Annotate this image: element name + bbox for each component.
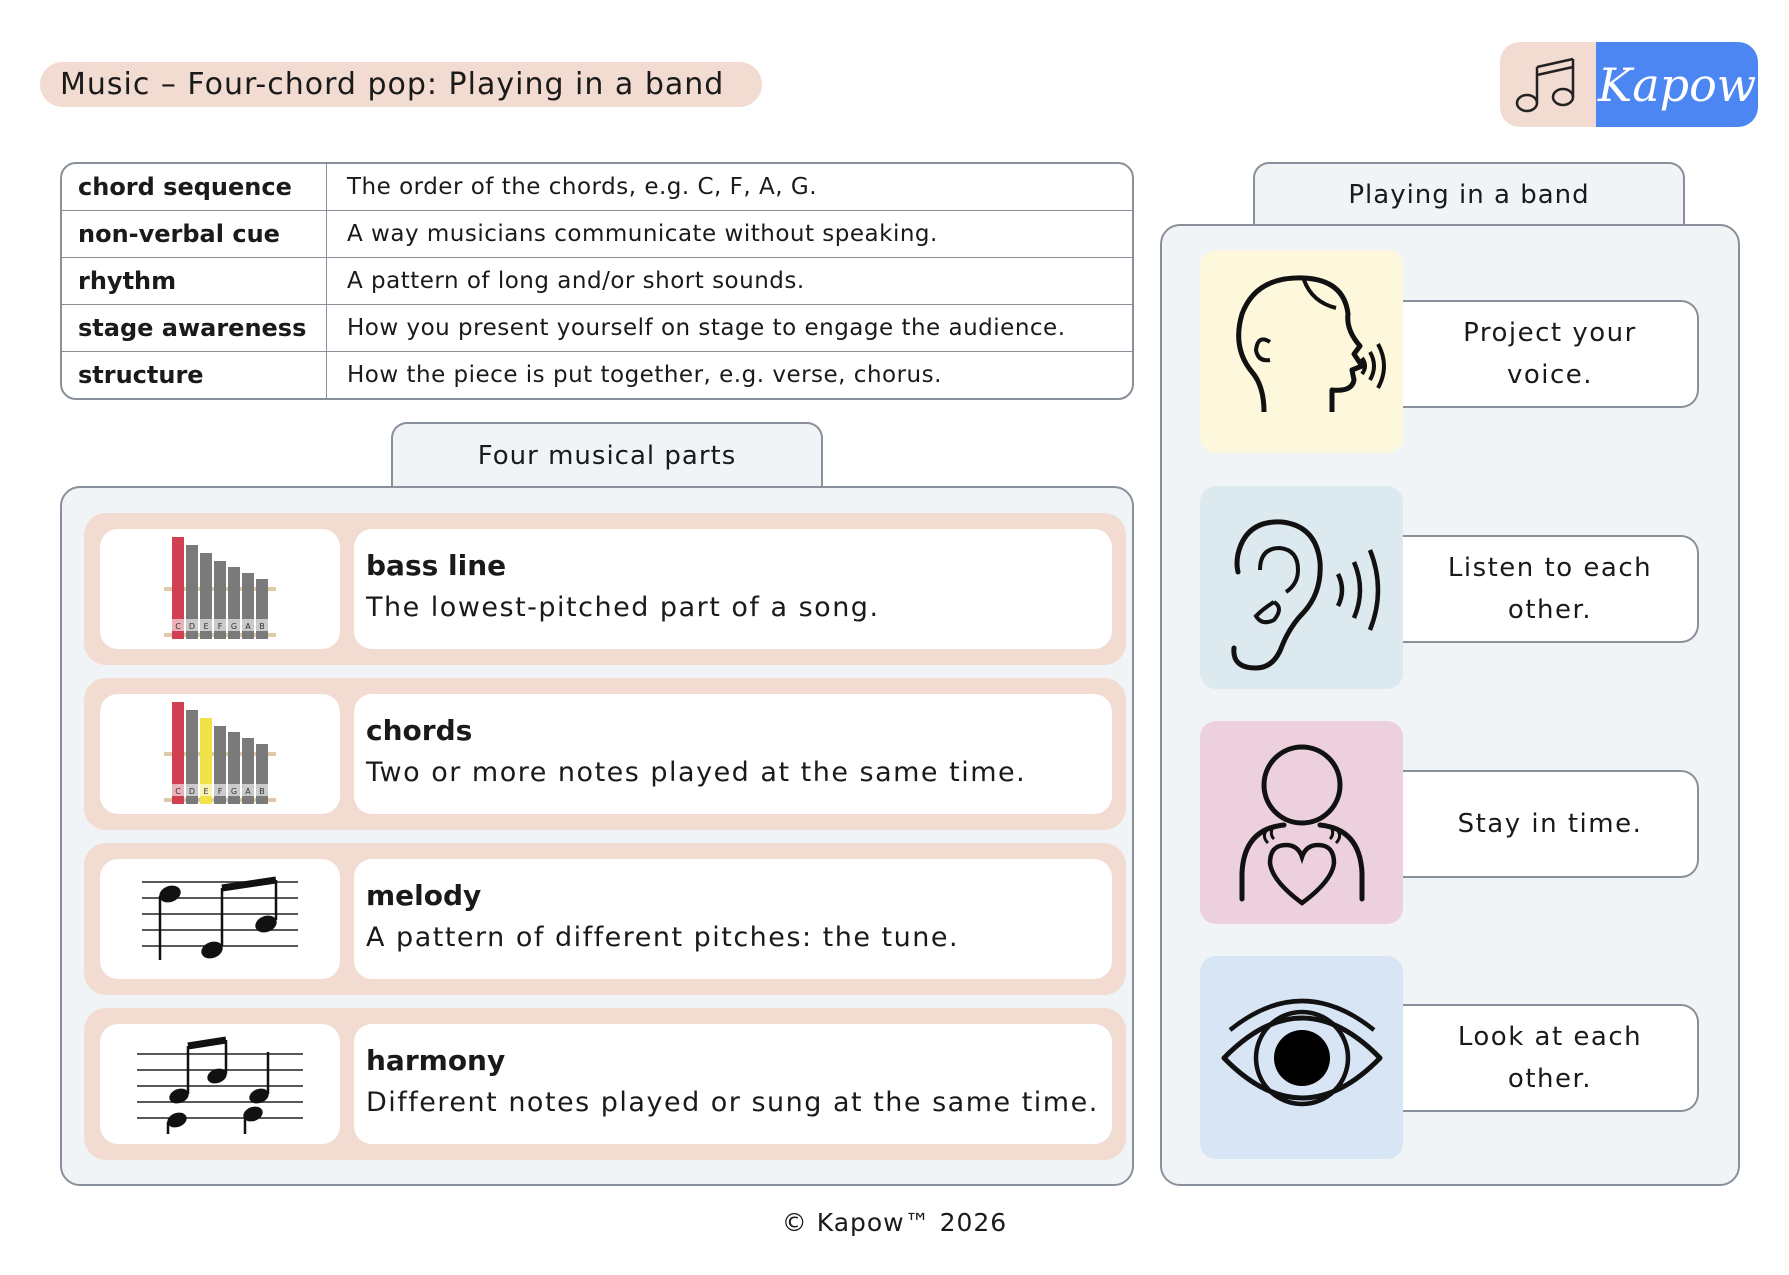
glockenspiel-bar-label: G bbox=[231, 787, 237, 796]
band-section-title: Playing in a band bbox=[1253, 162, 1685, 226]
harmony-notation-icon bbox=[100, 1024, 340, 1144]
vocab-definition: The order of the chords, e.g. C, F, A, G… bbox=[326, 164, 1132, 211]
part-text: chords Two or more notes played at the s… bbox=[354, 694, 1112, 814]
glockenspiel-bar-label: D bbox=[189, 787, 195, 796]
glockenspiel-bar-label: C bbox=[175, 787, 181, 796]
vocab-definition: A pattern of long and/or short sounds. bbox=[326, 257, 1132, 305]
glockenspiel-bar-label: B bbox=[259, 622, 265, 631]
logo-wordmark: Kapow bbox=[1596, 42, 1758, 127]
glockenspiel-bar-label: A bbox=[245, 787, 251, 796]
part-card-melody: melody A pattern of different pitches: t… bbox=[84, 843, 1126, 995]
glockenspiel-bar-label: F bbox=[218, 787, 223, 796]
part-card-harmony: harmony Different notes played or sung a… bbox=[84, 1008, 1126, 1160]
vocab-definition: A way musicians communicate without spea… bbox=[326, 210, 1132, 258]
parts-section-title: Four musical parts bbox=[391, 422, 823, 488]
part-name: bass line bbox=[366, 549, 507, 582]
copyright-footer: © Kapow™ 2026 bbox=[781, 1208, 1008, 1237]
vocab-term: non-verbal cue bbox=[62, 210, 327, 258]
part-text: bass line The lowest-pitched part of a s… bbox=[354, 529, 1112, 649]
glockenspiel-bar-label: E bbox=[203, 787, 208, 796]
band-tip-text: Look at each other. bbox=[1403, 1004, 1699, 1112]
part-description: Two or more notes played at the same tim… bbox=[366, 757, 1027, 788]
page-title: Music – Four-chord pop: Playing in a ban… bbox=[40, 62, 762, 107]
part-text: melody A pattern of different pitches: t… bbox=[354, 859, 1112, 979]
band-tip-text: Project your voice. bbox=[1403, 300, 1699, 408]
vocab-term: stage awareness bbox=[62, 304, 327, 352]
table-row: structure How the piece is put together, … bbox=[62, 351, 1132, 398]
music-note-icon bbox=[1500, 42, 1596, 127]
vocab-definition: How you present yourself on stage to eng… bbox=[326, 304, 1132, 352]
vocab-term: structure bbox=[62, 351, 327, 398]
glockenspiel-bar-label: B bbox=[259, 787, 265, 796]
glockenspiel-bar-label: F bbox=[218, 622, 223, 631]
part-name: melody bbox=[366, 879, 482, 912]
speaking-head-icon bbox=[1200, 250, 1403, 453]
glockenspiel-bar-label: E bbox=[203, 622, 208, 631]
glockenspiel-bar-label: C bbox=[175, 622, 181, 631]
band-tip-text: Listen to each other. bbox=[1403, 535, 1699, 643]
part-description: Different notes played or sung at the sa… bbox=[366, 1087, 1099, 1118]
glockenspiel-bar-label: G bbox=[231, 622, 237, 631]
part-name: harmony bbox=[366, 1044, 506, 1077]
vocab-term: chord sequence bbox=[62, 164, 327, 211]
listening-ear-icon bbox=[1200, 486, 1403, 689]
glockenspiel-bar-label: D bbox=[189, 622, 195, 631]
vocab-term: rhythm bbox=[62, 257, 327, 305]
part-text: harmony Different notes played or sung a… bbox=[354, 1024, 1112, 1144]
part-description: The lowest-pitched part of a song. bbox=[366, 592, 880, 623]
part-description: A pattern of different pitches: the tune… bbox=[366, 922, 960, 953]
melody-notation-icon bbox=[100, 859, 340, 979]
band-tip-text: Stay in time. bbox=[1403, 770, 1699, 878]
kapow-logo: Kapow bbox=[1500, 42, 1758, 127]
part-name: chords bbox=[366, 714, 473, 747]
eye-icon bbox=[1200, 956, 1403, 1159]
person-heart-icon bbox=[1200, 721, 1403, 924]
glockenspiel-bar-label: A bbox=[245, 622, 251, 631]
vocab-definition: How the piece is put together, e.g. vers… bbox=[347, 362, 942, 388]
